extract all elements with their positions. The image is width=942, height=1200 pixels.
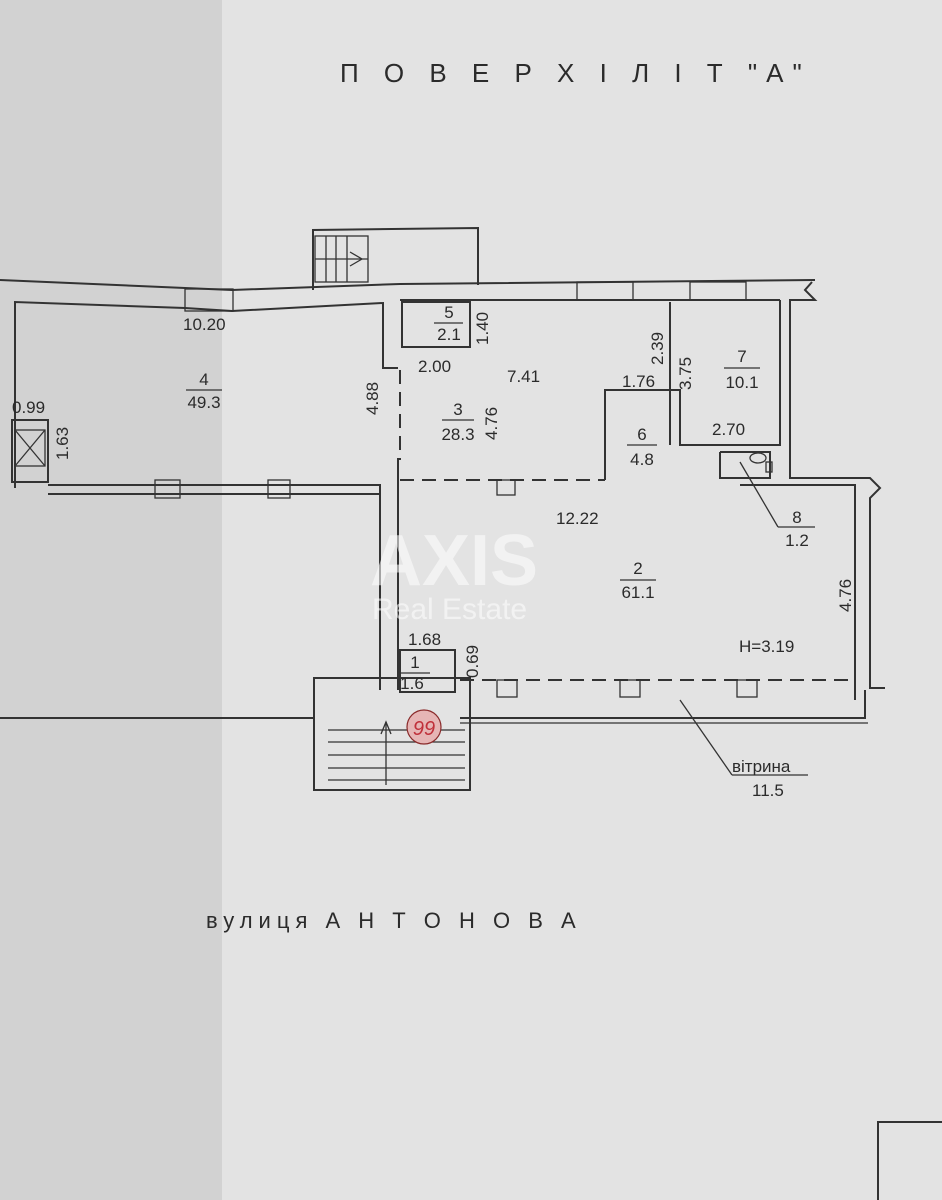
dimensions: 10.20 4.88 0.99 1.63 1.40 2.00 7.41 4.76… [12, 312, 855, 678]
plan-title: П О В Е Р Х І Л І Т "А" [340, 58, 811, 88]
svg-text:2.70: 2.70 [712, 420, 745, 439]
rear-stairs [312, 226, 479, 290]
svg-text:2.1: 2.1 [437, 325, 461, 344]
svg-text:1.40: 1.40 [473, 312, 492, 345]
room-5-label: 52.1 [434, 303, 463, 344]
ceiling-height: H=3.19 [739, 637, 794, 656]
svg-text:4.8: 4.8 [630, 450, 654, 469]
elevator-shaft-icon [11, 419, 49, 483]
svg-text:1: 1 [410, 653, 419, 672]
svg-text:28.3: 28.3 [441, 425, 474, 444]
svg-text:61.1: 61.1 [621, 583, 654, 602]
shopwindow-label: вітрина 11.5 [679, 699, 808, 800]
svg-text:4.76: 4.76 [836, 579, 855, 612]
walls [0, 279, 885, 724]
svg-text:AXIS: AXIS [370, 521, 538, 601]
svg-text:10.1: 10.1 [725, 373, 758, 392]
svg-text:Real Estate: Real Estate [372, 593, 527, 626]
room-7-label: 710.1 [724, 347, 760, 392]
svg-text:11.5: 11.5 [752, 781, 784, 800]
svg-text:1.76: 1.76 [622, 372, 655, 391]
paper-fold-shadow [0, 0, 222, 1200]
room-1-outline [399, 649, 456, 693]
room-3-label: 328.3 [441, 400, 474, 444]
svg-text:99: 99 [413, 718, 435, 740]
room-1-label: 11.6 [400, 653, 430, 693]
svg-text:1.2: 1.2 [785, 531, 809, 550]
columns [496, 479, 758, 698]
svg-text:4.88: 4.88 [363, 382, 382, 415]
room-2-label: 261.1 [620, 559, 656, 602]
svg-text:7: 7 [737, 347, 746, 366]
svg-text:5: 5 [444, 303, 453, 322]
svg-text:6: 6 [637, 425, 646, 444]
svg-text:4: 4 [199, 370, 208, 389]
svg-text:12.22: 12.22 [556, 509, 599, 528]
svg-text:2: 2 [633, 559, 642, 578]
stamp-99: 99 [406, 709, 442, 745]
toilet-icon [749, 452, 773, 473]
svg-text:2.00: 2.00 [418, 357, 451, 376]
room-5-outline [401, 301, 471, 348]
svg-text:вітрина: вітрина [732, 757, 791, 776]
adjacent-building-corner [877, 1121, 942, 1200]
svg-text:2.39: 2.39 [648, 332, 667, 365]
room-4-label: 449.3 [186, 370, 222, 412]
svg-text:10.20: 10.20 [183, 315, 226, 334]
svg-text:1.63: 1.63 [53, 427, 72, 460]
svg-text:1.6: 1.6 [400, 674, 424, 693]
svg-text:0.69: 0.69 [463, 645, 482, 678]
svg-text:3: 3 [453, 400, 462, 419]
svg-text:0.99: 0.99 [12, 398, 45, 417]
watermark: AXIS Real Estate [370, 521, 538, 626]
svg-text:3.75: 3.75 [676, 357, 695, 390]
room-6-label: 64.8 [627, 425, 657, 469]
svg-text:8: 8 [792, 508, 801, 527]
svg-text:1.68: 1.68 [408, 630, 441, 649]
svg-text:49.3: 49.3 [187, 393, 220, 412]
room-8-label: 81.2 [739, 461, 815, 550]
svg-text:4.76: 4.76 [482, 407, 501, 440]
svg-text:7.41: 7.41 [507, 367, 540, 386]
room-labels: 449.3 52.1 328.3 64.8 710.1 81.2 261.1 1… [186, 303, 815, 693]
street-label: вулиця А Н Т О Н О В А [206, 908, 582, 933]
entrance-stairs [313, 677, 471, 791]
